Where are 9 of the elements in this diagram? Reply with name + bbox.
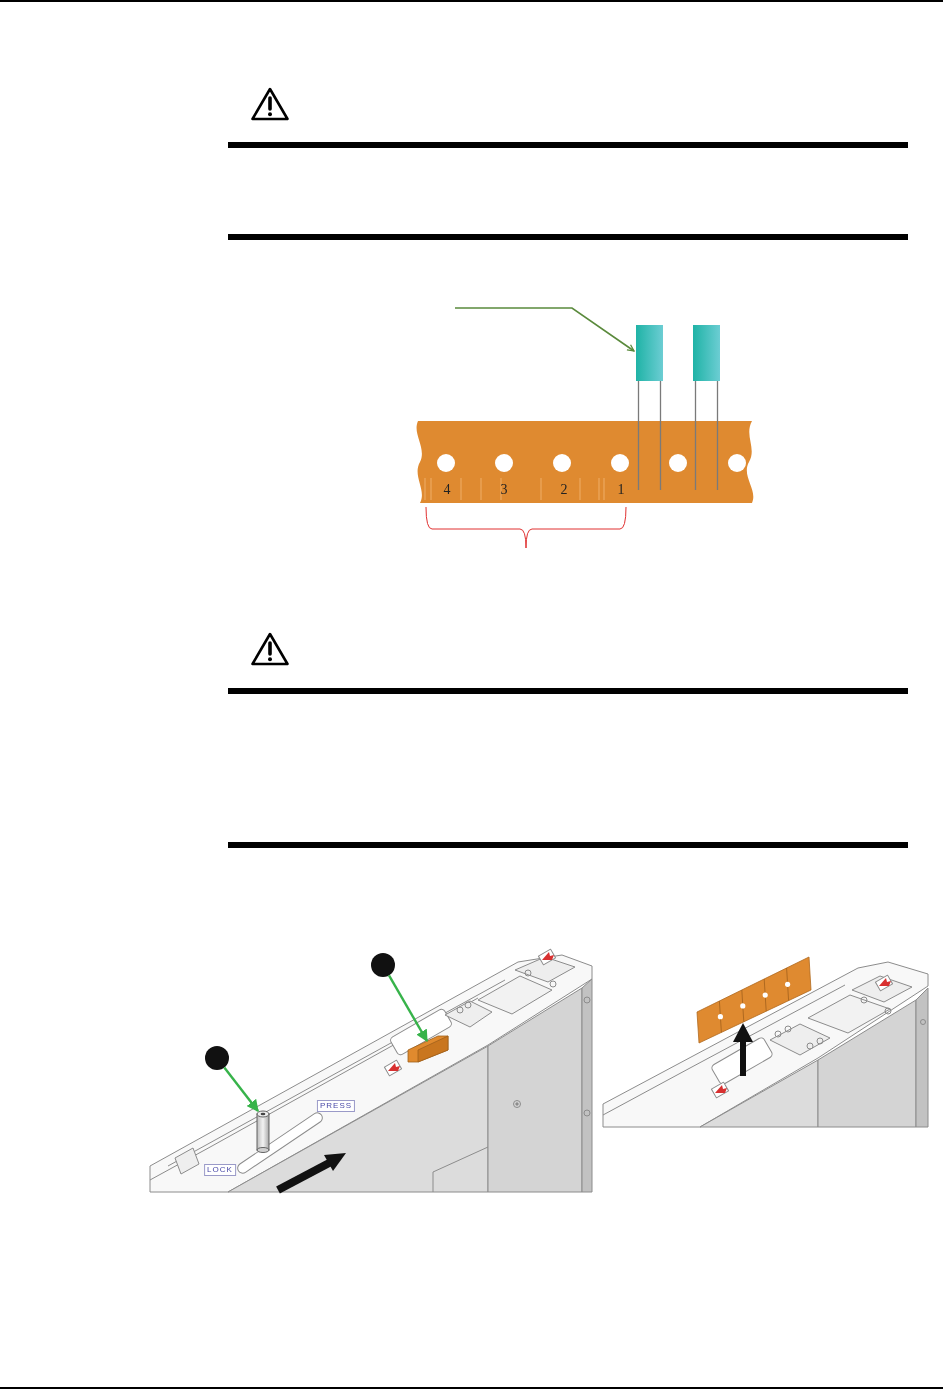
callout-marker bbox=[371, 953, 395, 977]
guide-pin bbox=[256, 1110, 270, 1153]
leader-arrow bbox=[223, 1066, 259, 1112]
callout-marker bbox=[205, 1046, 229, 1070]
leader-arrow bbox=[387, 974, 429, 1043]
sticker-label: LOCK bbox=[204, 1164, 236, 1176]
leader-arrow bbox=[454, 307, 635, 352]
latch-tab bbox=[407, 1035, 449, 1063]
sticker-label: PRESS bbox=[316, 1100, 356, 1112]
